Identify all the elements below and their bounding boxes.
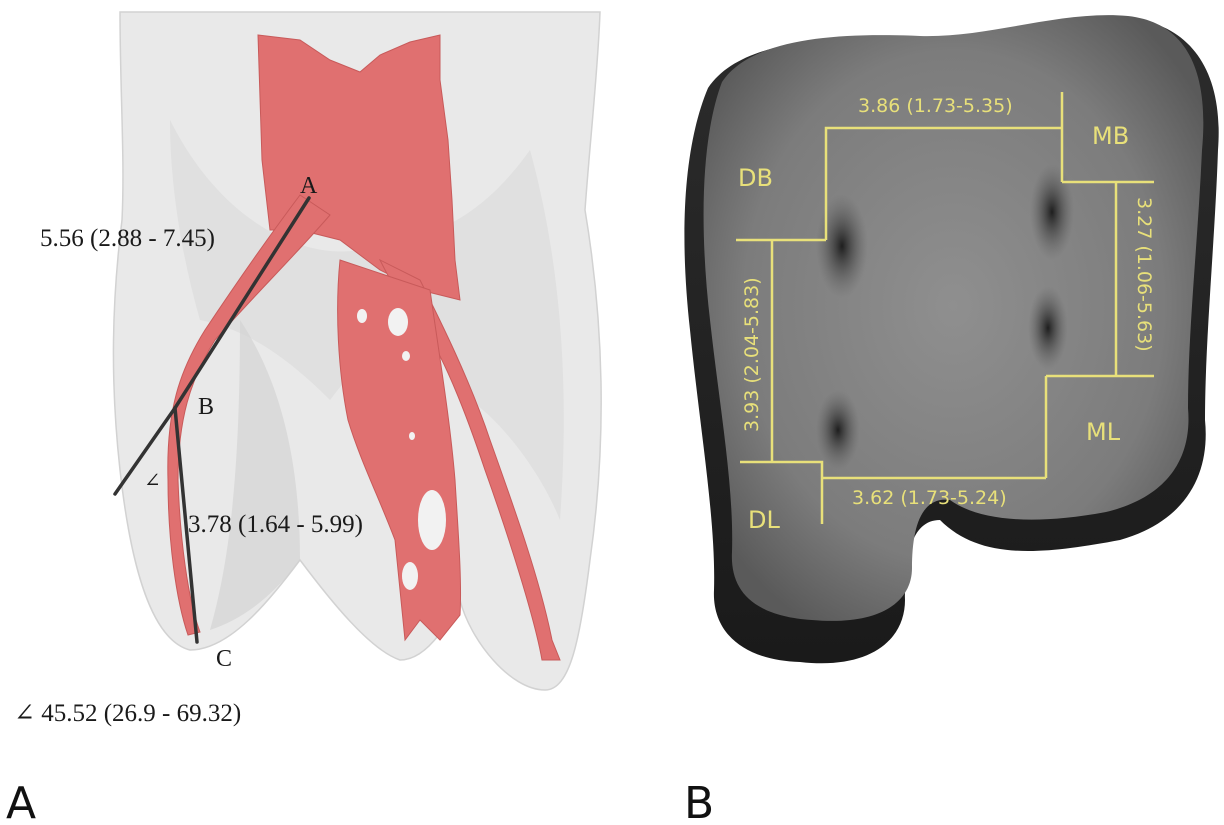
dist-mb-ml-label: 3.27 (1.06-5.63) [1133,197,1155,352]
dist-dl-ml-label: 3.62 (1.73-5.24) [852,487,1007,509]
point-c-label: C [216,646,232,672]
mb-canal-opening [1030,164,1074,260]
angle-value: ∠ 45.52 (26.9 - 69.32) [14,700,241,727]
canal-ml-label: ML [1086,418,1121,446]
canal-mb-label: MB [1092,122,1129,150]
ml-canal-opening [1028,286,1068,370]
db-canal-opening [816,194,868,298]
dist-mb-db-label: 3.86 (1.73-5.35) [858,95,1013,117]
point-b-label: B [198,394,214,420]
panel-b-letter: B [684,778,715,825]
canal-dl-label: DL [748,506,780,534]
segment-ab-value: 5.56 (2.88 - 7.45) [40,225,215,252]
angle-mark: ∠ [144,470,161,492]
dist-db-dl-label: 3.93 (2.04-5.83) [741,277,763,432]
point-a-label: A [300,173,318,199]
segment-bc-value: 3.78 (1.64 - 5.99) [188,511,363,538]
panel-a-letter: A [6,778,37,825]
tooth-model [113,12,601,690]
canal-db-label: DB [738,164,773,192]
dl-canal-opening [816,390,860,470]
